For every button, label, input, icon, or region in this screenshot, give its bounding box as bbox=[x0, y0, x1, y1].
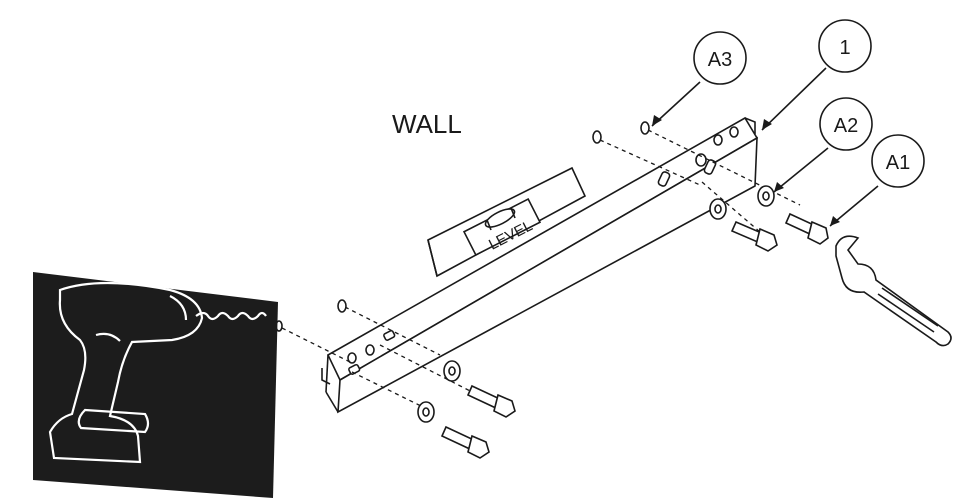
assembly-lines bbox=[281, 129, 801, 409]
wall-anchor bbox=[592, 130, 602, 144]
wall-anchor bbox=[640, 121, 650, 135]
bracket-slot bbox=[657, 171, 671, 187]
bracket-hole bbox=[695, 153, 707, 167]
bracket-hole bbox=[365, 344, 375, 356]
bracket-tab-left bbox=[321, 368, 331, 385]
callout-a3-label: A3 bbox=[708, 49, 732, 71]
bracket-hole bbox=[347, 352, 357, 364]
bracket-tab-right bbox=[744, 117, 756, 134]
callout-a2: A2 bbox=[773, 97, 873, 193]
callout-a1-label: A1 bbox=[886, 152, 910, 174]
bolt bbox=[440, 425, 490, 459]
level-bubble bbox=[484, 208, 516, 228]
wall-anchors bbox=[275, 121, 650, 332]
bolts bbox=[440, 212, 829, 459]
open-end-wrench-icon bbox=[835, 235, 952, 347]
bracket-hole bbox=[729, 126, 739, 138]
bolt bbox=[784, 212, 829, 245]
bolt bbox=[730, 220, 778, 252]
bracket-hole bbox=[713, 134, 723, 146]
bracket-slot bbox=[348, 363, 361, 375]
callout-a2-label: A2 bbox=[834, 115, 858, 137]
cordless-drill-icon bbox=[48, 281, 267, 464]
wall-anchor bbox=[337, 299, 347, 313]
callout-1: 1 bbox=[761, 19, 872, 131]
bracket-slot bbox=[703, 159, 717, 175]
callout-a1: A1 bbox=[829, 134, 925, 227]
callout-1-label: 1 bbox=[839, 37, 850, 59]
bolt bbox=[466, 384, 516, 418]
washers bbox=[417, 185, 775, 423]
callout-a3: A3 bbox=[651, 31, 747, 127]
mounting-bracket bbox=[321, 116, 759, 414]
bracket-slot bbox=[383, 329, 396, 341]
wall-label: WALL bbox=[392, 109, 462, 139]
drill-panel bbox=[33, 272, 278, 498]
